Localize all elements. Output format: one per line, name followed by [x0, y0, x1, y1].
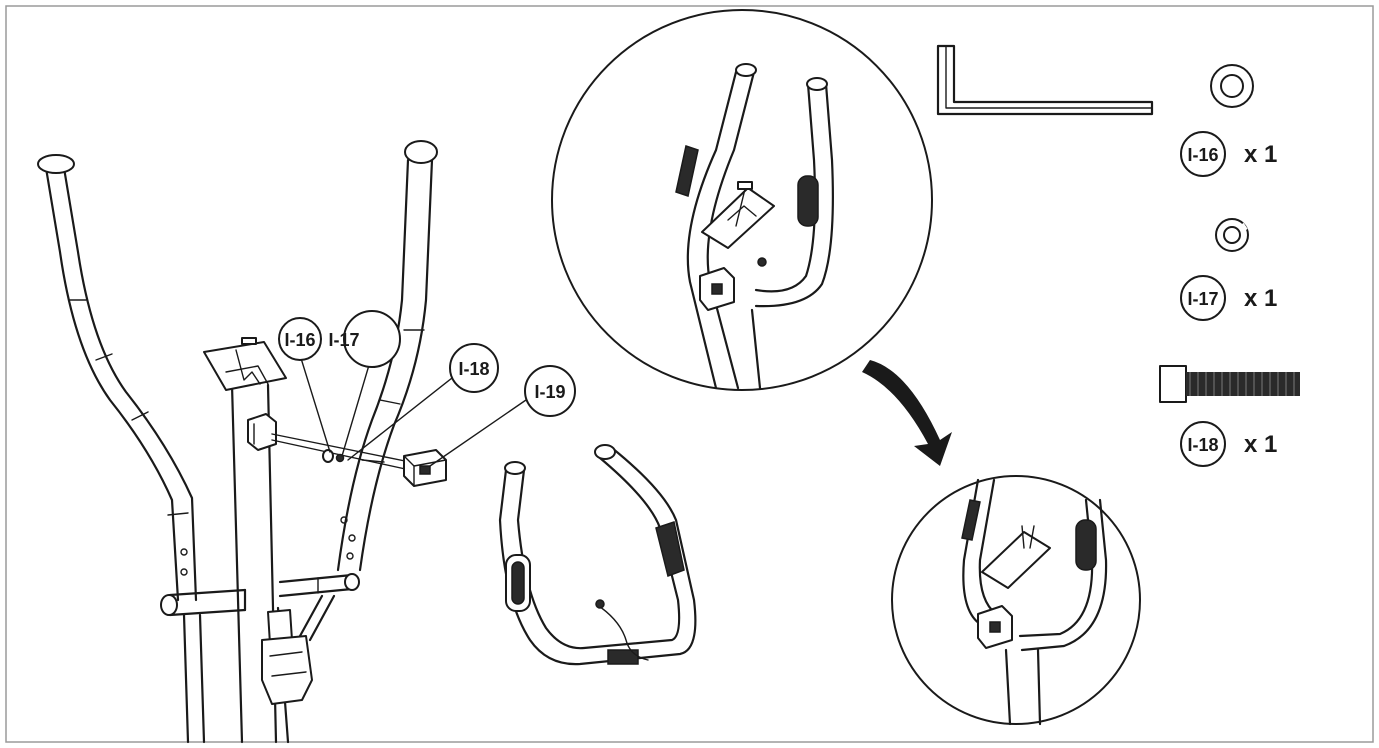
bolt-icon — [1159, 365, 1300, 403]
bottle-holder — [261, 594, 336, 705]
part-i16-code: I-16 — [1187, 145, 1218, 165]
cable-clamp-block — [403, 449, 447, 487]
detail-circle-before — [551, 9, 933, 391]
part-i17-code: I-17 — [1187, 289, 1218, 309]
console-mount-plate — [203, 337, 287, 391]
page-frame — [5, 5, 1374, 743]
callout-i19-bubble — [524, 365, 576, 417]
part-i18-code: I-18 — [1187, 435, 1218, 455]
flat-washer-icon — [1210, 64, 1254, 108]
detail-circle-after — [891, 475, 1141, 726]
part-i16-bubble — [1180, 131, 1226, 177]
part-i18-bubble — [1180, 421, 1226, 467]
part-i18-qty: x 1 — [1244, 431, 1277, 458]
callout-i16-bubble — [278, 317, 322, 361]
callout-i19-label: I-19 — [534, 382, 565, 402]
callout-i16-label: I-16 — [284, 330, 315, 350]
parts-list: I-16 x 1 I-17 x 1 I-18 x 1 — [1159, 64, 1300, 467]
left-handle-pole — [37, 154, 198, 602]
part-i17-bubble — [1180, 275, 1226, 321]
part-i16-qty: x 1 — [1244, 141, 1277, 168]
part-i17-qty: x 1 — [1244, 285, 1277, 312]
spring-washer-icon — [1215, 218, 1249, 252]
left-clamp — [247, 413, 277, 451]
callout-i17-label: I-17 — [328, 330, 359, 350]
callout-i18-bubble — [449, 343, 499, 393]
allen-key-icon — [936, 44, 1154, 116]
main-frame-illustration: I-16 I-17 I-18 I-19 — [37, 140, 576, 744]
step-arrow-icon — [862, 360, 952, 466]
callout-i18-label: I-18 — [458, 359, 489, 379]
detached-handlebar — [498, 444, 697, 666]
callout-i17-bubble — [343, 310, 401, 368]
crossbar — [160, 573, 360, 617]
